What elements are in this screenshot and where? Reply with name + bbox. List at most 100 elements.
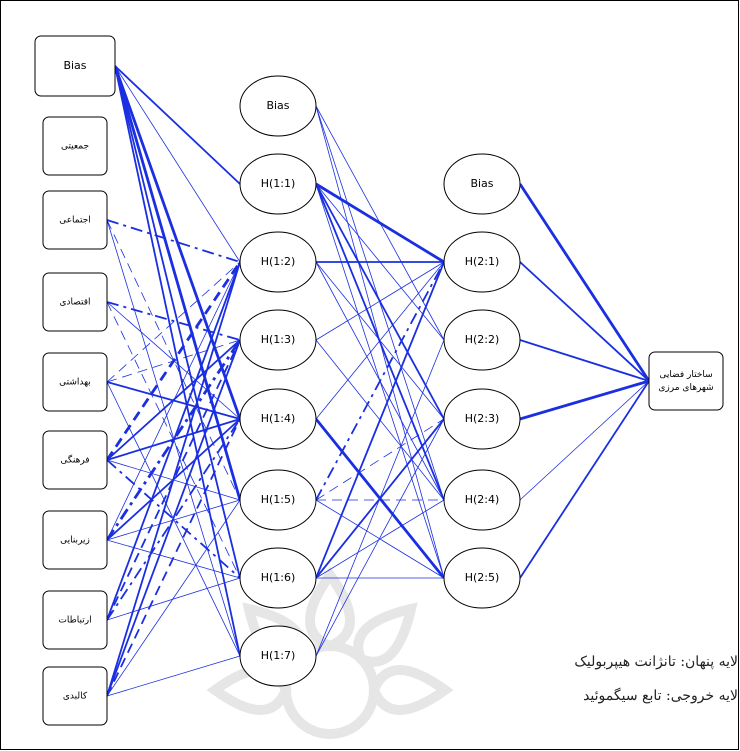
node-label: H(2:3) — [465, 412, 500, 425]
edge-h5-g3 — [315, 418, 445, 501]
node-in7: ارتباطات — [42, 590, 108, 650]
edge-in0-h6 — [114, 65, 241, 579]
node-shape — [443, 153, 521, 215]
edge-in2-h7 — [106, 219, 241, 657]
node-in2: اجتماعی — [42, 190, 108, 250]
node-label: H(1:3) — [261, 333, 296, 346]
edge-in8-h2 — [106, 261, 241, 697]
node-shape — [443, 547, 521, 609]
edge-in0-h4 — [113, 65, 242, 420]
node-label: ارتباطات — [58, 616, 91, 626]
edge-in8-h3 — [106, 339, 241, 697]
node-label: H(1:2) — [261, 255, 296, 268]
node-label: ساختار فضایی — [659, 370, 712, 380]
node-shape — [648, 351, 724, 411]
node-shape — [239, 547, 317, 609]
edge-in5-h2 — [105, 261, 242, 461]
node-shape — [239, 388, 317, 450]
node-shape — [443, 388, 521, 450]
edge-in8-h4 — [106, 418, 241, 697]
node-in5: فرهنگی — [42, 430, 108, 490]
edge-g2-out — [519, 339, 650, 382]
node-shape — [42, 590, 108, 650]
node-label: H(2:1) — [465, 255, 500, 268]
edge-h7-g2 — [315, 339, 445, 657]
node-label: H(2:4) — [465, 493, 500, 506]
edge-in5-h3 — [106, 339, 241, 461]
node-shape — [443, 309, 521, 371]
node-label: H(1:4) — [261, 412, 296, 425]
node-shape — [42, 272, 108, 332]
node-g1: H(2:1) — [443, 231, 521, 293]
node-shape — [239, 75, 317, 137]
edge-g4-out — [519, 380, 650, 501]
node-label: فرهنگی — [60, 454, 89, 466]
edge-in0-h1 — [114, 65, 241, 185]
edge-h1-g4 — [315, 183, 445, 501]
edge-g0-out — [518, 183, 651, 382]
node-shape — [239, 309, 317, 371]
node-label: کالبدی — [63, 692, 88, 702]
node-label: بهداشتی — [59, 378, 91, 388]
edge-in3-h3 — [106, 301, 241, 341]
edge-g3-out — [519, 379, 650, 421]
edge-in7-h6 — [106, 577, 241, 621]
node-label: اقتصادی — [59, 298, 90, 308]
node-label: زیربنایی — [60, 536, 90, 546]
edge-in8-h7 — [106, 655, 241, 697]
node-h3: H(1:3) — [239, 309, 317, 371]
node-g4: H(2:4) — [443, 469, 521, 531]
edge-in7-h3 — [106, 339, 241, 621]
node-in6: زیربنایی — [42, 510, 108, 570]
node-shape — [42, 510, 108, 570]
node-g5: H(2:5) — [443, 547, 521, 609]
node-h1: H(1:1) — [239, 153, 317, 215]
node-shape — [443, 231, 521, 293]
edge-in5-h6 — [106, 459, 241, 579]
node-shape — [443, 469, 521, 531]
edge-in7-h4 — [106, 418, 241, 621]
node-label: H(2:2) — [465, 333, 500, 346]
node-shape — [239, 625, 317, 687]
node-h2: H(1:2) — [239, 231, 317, 293]
node-g3: H(2:3) — [443, 388, 521, 450]
edge-h6-g1 — [315, 261, 445, 579]
node-in1: جمعیتی — [42, 116, 108, 176]
node-label: H(1:5) — [261, 493, 296, 506]
node-h5: H(1:5) — [239, 469, 317, 531]
node-in8: کالبدی — [42, 666, 108, 726]
node-shape — [42, 666, 108, 726]
edge-h6-g4 — [315, 499, 445, 579]
node-label: اجتماعی — [59, 216, 91, 226]
edge-in0-h7 — [114, 65, 241, 657]
edge-h7-g3 — [315, 418, 445, 657]
node-shape — [239, 231, 317, 293]
node-label: جمعیتی — [61, 142, 89, 152]
node-in4: بهداشتی — [42, 352, 108, 412]
edge-h3-g1 — [315, 261, 445, 341]
edge-in4-h2 — [106, 261, 241, 383]
node-h0: Bias — [239, 75, 317, 137]
edge-h5-g1 — [315, 261, 445, 501]
node-label: Bias — [470, 177, 493, 190]
node-in3: اقتصادی — [42, 272, 108, 332]
node-label: Bias — [63, 59, 86, 72]
node-shape — [42, 352, 108, 412]
node-shape — [239, 153, 317, 215]
edge-in0-h2 — [114, 65, 241, 263]
node-shape — [42, 116, 108, 176]
node-h4: H(1:4) — [239, 388, 317, 450]
node-g2: H(2:2) — [443, 309, 521, 371]
edge-in0-h5 — [113, 65, 242, 501]
node-label: H(1:6) — [261, 571, 296, 584]
edge-in2-h2 — [106, 219, 241, 263]
edge-g1-out — [519, 261, 650, 382]
edge-in8-h5 — [106, 499, 241, 697]
legend-output-layer: لایه خروجی: تابع سیگموئید — [583, 688, 738, 704]
edge-h1-g3 — [315, 183, 445, 420]
node-shape — [42, 190, 108, 250]
node-shape — [239, 469, 317, 531]
legend-hidden-layer: لایه پنهان: تانژانت هیپربولیک — [574, 654, 738, 670]
